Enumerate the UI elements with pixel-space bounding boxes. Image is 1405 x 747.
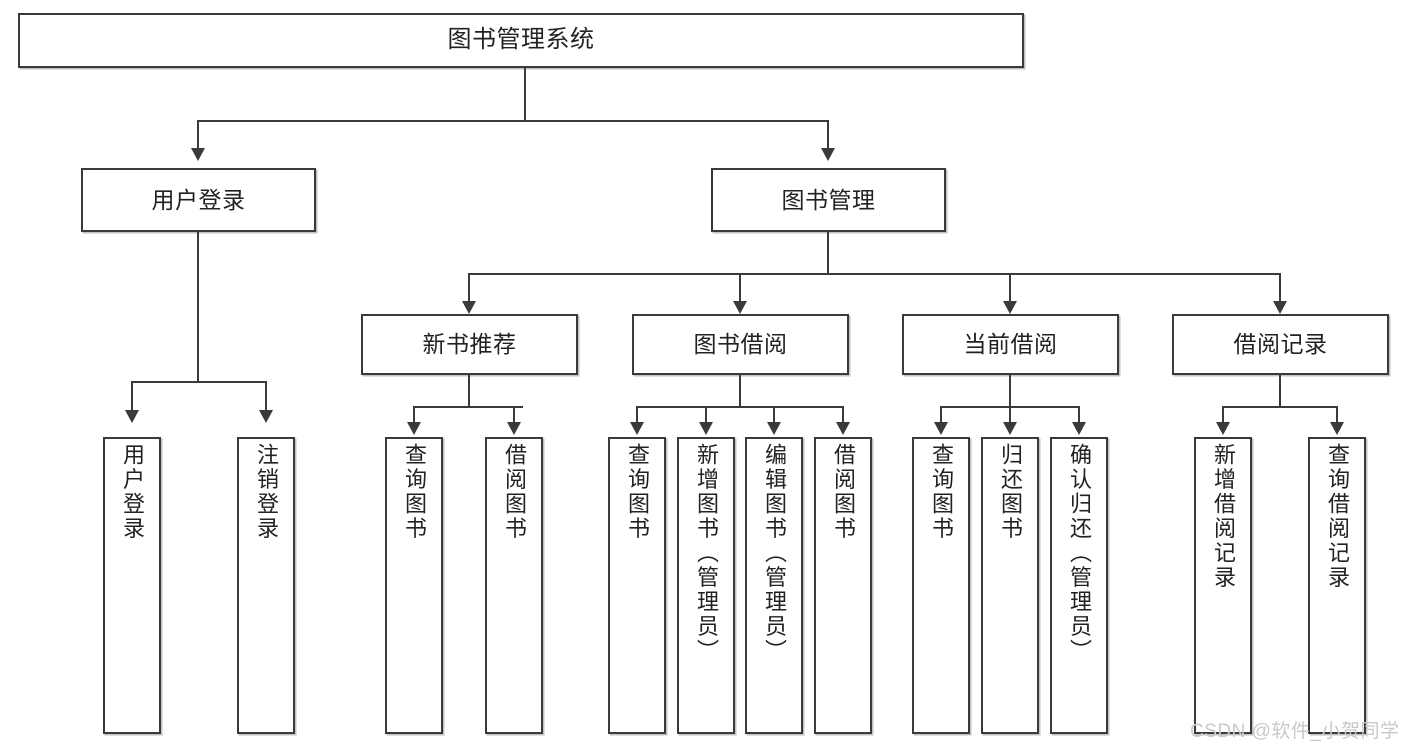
node-label: 图书管理 bbox=[781, 186, 876, 213]
node-label: 用户登录 bbox=[120, 443, 145, 541]
leaf-query-book-new[interactable]: 查询图书 bbox=[385, 437, 443, 734]
connector-borrow-record-stem bbox=[1279, 375, 1281, 407]
connector-bm-leg-3 bbox=[1009, 273, 1011, 301]
node-label: 当前借阅 bbox=[963, 331, 1058, 358]
node-label: 借阅图书 bbox=[831, 443, 856, 541]
node-book-management[interactable]: 图书管理 bbox=[711, 168, 946, 232]
node-label: 图书借阅 bbox=[693, 331, 788, 358]
node-label: 图书管理系统 bbox=[447, 26, 595, 54]
connector-user-login-stem bbox=[197, 232, 199, 382]
node-label: 查询借阅记录 bbox=[1325, 443, 1350, 590]
node-label: 查询图书 bbox=[402, 443, 427, 541]
node-label: 归还图书 bbox=[998, 443, 1023, 541]
leaf-return-book[interactable]: 归还图书 bbox=[981, 437, 1039, 734]
node-label: 查询图书 bbox=[929, 443, 954, 541]
connector-book-management-bus bbox=[468, 273, 1280, 275]
arrow-to-leaf-edit-book bbox=[767, 422, 781, 435]
arrow-to-borrow-record bbox=[1273, 301, 1287, 314]
connector-bm-leg-2 bbox=[739, 273, 741, 301]
node-label: 新增借阅记录 bbox=[1211, 443, 1236, 590]
connector-new-book-bus bbox=[413, 406, 523, 408]
node-label: 新书推荐 bbox=[422, 331, 517, 358]
leaf-add-book-admin[interactable]: 新增图书（管理员） bbox=[677, 437, 735, 734]
node-book-borrow[interactable]: 图书借阅 bbox=[632, 314, 849, 375]
arrow-to-book-management bbox=[821, 148, 835, 161]
arrow-to-leaf-query-book-nb bbox=[407, 422, 421, 435]
arrow-to-user-login bbox=[191, 148, 205, 161]
node-label: 借阅图书 bbox=[502, 443, 527, 541]
leaf-user-login[interactable]: 用户登录 bbox=[103, 437, 161, 734]
connector-bm-leg-4 bbox=[1279, 273, 1281, 301]
leaf-logout[interactable]: 注销登录 bbox=[237, 437, 295, 734]
connector-cb-leg-1 bbox=[940, 406, 942, 422]
connector-user-login-leg-1 bbox=[131, 381, 133, 410]
arrow-to-book-borrow bbox=[733, 301, 747, 314]
leaf-query-borrow-record[interactable]: 查询借阅记录 bbox=[1308, 437, 1366, 734]
connector-user-login-bus bbox=[131, 381, 267, 383]
connector-root-leg-left bbox=[197, 120, 199, 148]
connector-root-bus bbox=[197, 120, 827, 122]
leaf-confirm-return-admin[interactable]: 确认归还（管理员） bbox=[1050, 437, 1108, 734]
connector-br-leg-2 bbox=[1336, 406, 1338, 422]
connector-book-management-stem bbox=[827, 232, 829, 274]
arrow-to-leaf-query-record bbox=[1330, 422, 1344, 435]
leaf-query-book-borrow[interactable]: 查询图书 bbox=[608, 437, 666, 734]
node-label: 查询图书 bbox=[625, 443, 650, 541]
node-borrow-record[interactable]: 借阅记录 bbox=[1172, 314, 1389, 375]
arrow-to-leaf-query-book-cb bbox=[934, 422, 948, 435]
leaf-query-book-current[interactable]: 查询图书 bbox=[912, 437, 970, 734]
node-label: 用户登录 bbox=[151, 186, 246, 213]
connector-bm-leg-1 bbox=[468, 273, 470, 301]
leaf-borrow-book-new[interactable]: 借阅图书 bbox=[485, 437, 543, 734]
leaf-borrow-book[interactable]: 借阅图书 bbox=[814, 437, 872, 734]
node-current-borrow[interactable]: 当前借阅 bbox=[902, 314, 1119, 375]
arrow-to-leaf-query-book-bb bbox=[630, 422, 644, 435]
connector-root-leg-right bbox=[827, 120, 829, 148]
arrow-to-leaf-add-record bbox=[1216, 422, 1230, 435]
node-label: 编辑图书（管理员） bbox=[762, 443, 787, 664]
connector-bb-leg-4 bbox=[842, 406, 844, 422]
connector-borrow-record-bus bbox=[1222, 406, 1337, 408]
connector-cb-leg-3 bbox=[1078, 406, 1080, 422]
connector-user-login-leg-2 bbox=[265, 381, 267, 410]
connector-current-borrow-stem bbox=[1009, 375, 1011, 407]
node-label: 注销登录 bbox=[254, 443, 279, 541]
connector-bb-leg-3 bbox=[773, 406, 775, 422]
arrow-to-leaf-borrow-book-nb bbox=[507, 422, 521, 435]
leaf-edit-book-admin[interactable]: 编辑图书（管理员） bbox=[745, 437, 803, 734]
node-root-book-management-system[interactable]: 图书管理系统 bbox=[18, 13, 1024, 68]
arrow-to-leaf-confirm-return bbox=[1072, 422, 1086, 435]
node-new-book-recommend[interactable]: 新书推荐 bbox=[361, 314, 578, 375]
node-label: 确认归还（管理员） bbox=[1067, 443, 1092, 664]
connector-br-leg-1 bbox=[1222, 406, 1224, 422]
connector-bb-leg-2 bbox=[705, 406, 707, 422]
arrow-to-leaf-logout bbox=[259, 410, 273, 423]
connector-root-stem bbox=[524, 68, 526, 121]
arrow-to-current-borrow bbox=[1003, 301, 1017, 314]
connector-book-borrow-bus bbox=[636, 406, 844, 408]
arrow-to-leaf-user-login bbox=[125, 410, 139, 423]
arrow-to-new-book bbox=[462, 301, 476, 314]
arrow-to-leaf-borrow-book-bb bbox=[836, 422, 850, 435]
connector-book-borrow-stem bbox=[739, 375, 741, 407]
node-label: 借阅记录 bbox=[1233, 331, 1328, 358]
leaf-add-borrow-record[interactable]: 新增借阅记录 bbox=[1194, 437, 1252, 734]
connector-nb-leg-2 bbox=[513, 406, 515, 422]
node-user-login[interactable]: 用户登录 bbox=[81, 168, 316, 232]
connector-bb-leg-1 bbox=[636, 406, 638, 422]
arrow-to-leaf-add-book bbox=[699, 422, 713, 435]
node-label: 新增图书（管理员） bbox=[694, 443, 719, 664]
arrow-to-leaf-return-book bbox=[1003, 422, 1017, 435]
connector-cb-leg-2 bbox=[1009, 406, 1011, 422]
connector-new-book-stem bbox=[468, 375, 470, 407]
connector-nb-leg-1 bbox=[413, 406, 415, 422]
